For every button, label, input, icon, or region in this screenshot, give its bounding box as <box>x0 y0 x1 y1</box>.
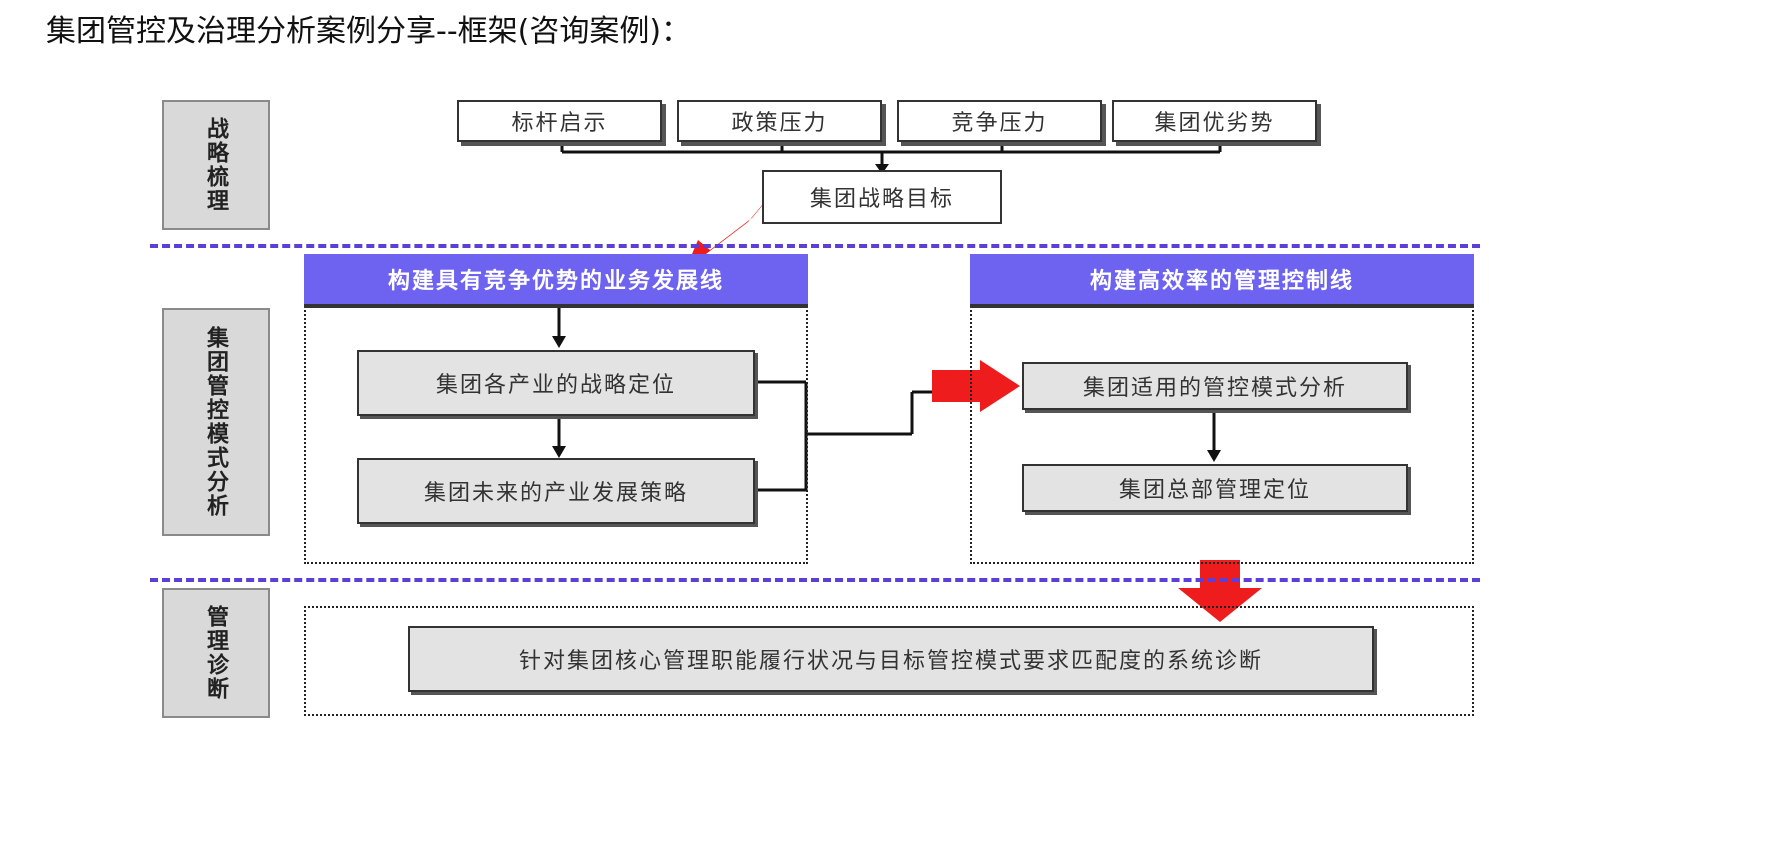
input-policy-pressure: 政策压力 <box>677 100 882 142</box>
section-label-diagnosis: 管理诊断 <box>162 588 270 718</box>
business-line-header: 构建具有竞争优势的业务发展线 <box>304 254 808 308</box>
goal-arrowhead <box>875 164 889 174</box>
page-title: 集团管控及治理分析案例分享--框架(咨询案例)： <box>46 14 692 49</box>
input-competition-pressure: 竞争压力 <box>897 100 1102 142</box>
diagnosis-box: 针对集团核心管理职能履行状况与目标管控模式要求匹配度的系统诊断 <box>408 626 1374 692</box>
inputs-merge-lines <box>560 140 1222 168</box>
business-step-development-strategy: 集团未来的产业发展策略 <box>357 458 755 524</box>
diagnosis-frame <box>304 606 1474 716</box>
control-step-model-analysis: 集团适用的管控模式分析 <box>1022 362 1408 410</box>
separator-bottom <box>150 578 1480 582</box>
control-step-hq-positioning: 集团总部管理定位 <box>1022 464 1408 512</box>
red-right-arrow <box>932 360 1020 412</box>
control-line-header: 构建高效率的管理控制线 <box>970 254 1474 308</box>
input-benchmark: 标杆启示 <box>457 100 662 142</box>
separator-top <box>150 244 1480 248</box>
framework-diagram: 战略梳理 集团管控模式分析 管理诊断 标杆启示 政策压力 竞争压力 集团优劣势 … <box>112 100 1752 828</box>
red-diagonal-arrow <box>686 200 767 268</box>
input-group-swot: 集团优劣势 <box>1112 100 1317 142</box>
section-label-strategy: 战略梳理 <box>162 100 270 230</box>
business-step-strategic-positioning: 集团各产业的战略定位 <box>357 350 755 416</box>
strategic-goal-box: 集团战略目标 <box>762 170 1002 224</box>
section-label-model: 集团管控模式分析 <box>162 308 270 536</box>
red-down-arrow <box>1178 560 1262 622</box>
